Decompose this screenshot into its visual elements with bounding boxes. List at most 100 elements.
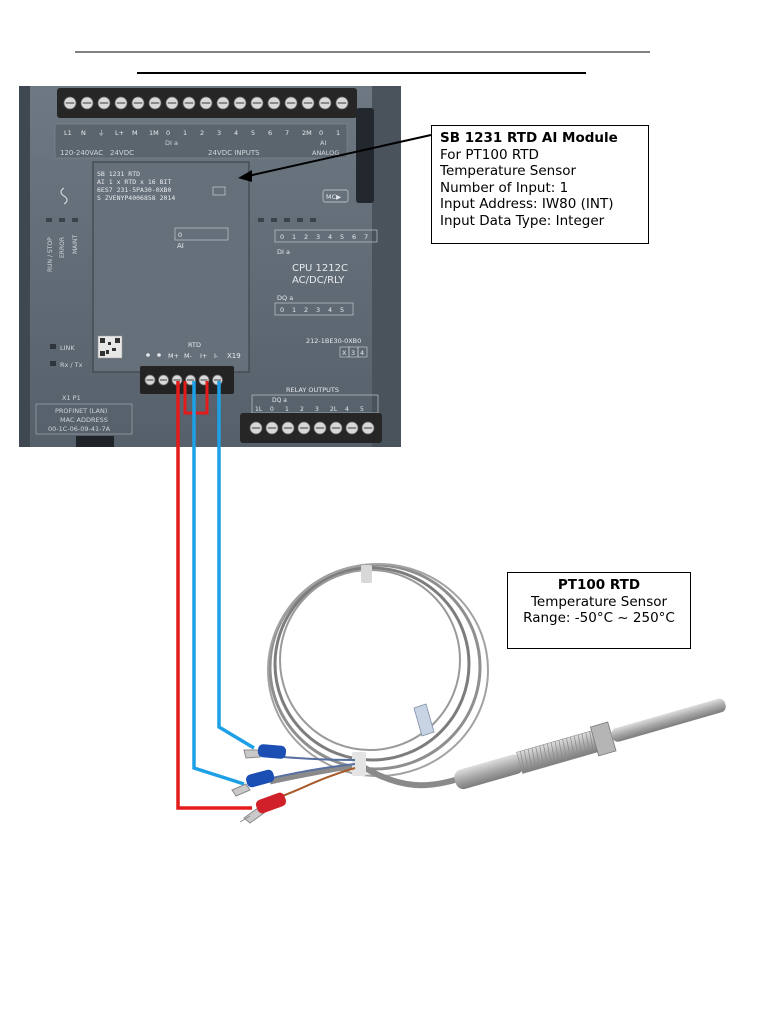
relay-terminal-label: 2L (330, 406, 338, 413)
probe-sheath (611, 698, 726, 742)
top-screw-7 (165, 96, 179, 110)
crimp-terminal-blue-upper (243, 744, 287, 759)
dq-number-box (274, 302, 354, 316)
di-number: 0 (280, 233, 284, 241)
connector-id: X19 (227, 352, 241, 360)
top-terminal-label: 1 (336, 129, 340, 137)
top-terminal-label: 2 (200, 129, 204, 137)
ai-label-top: AI (320, 139, 326, 147)
ai-channel-name: AI (177, 242, 184, 250)
cable-loop-4 (279, 569, 461, 751)
slot-number: 3 (351, 349, 355, 357)
rtd-unused-pin-dot (146, 353, 150, 357)
rtd-pin-labels: M+M-I+I- (146, 352, 219, 360)
top-terminal-label: L+ (115, 129, 124, 137)
top-label-strip (54, 123, 348, 159)
profinet-label: PROFINET (LAN) (55, 407, 107, 415)
status-led (310, 218, 316, 222)
thread-line (523, 750, 529, 772)
di-number: 3 (316, 233, 320, 241)
dq-name: DQ a (277, 294, 293, 302)
di-number: 1 (292, 233, 296, 241)
cpu-type: AC/DC/RLY (292, 275, 345, 286)
sensor-cable-coil (267, 563, 489, 777)
spade-red (239, 807, 265, 824)
dq-number: 1 (292, 306, 296, 314)
sensor-callout: PT100 RTD Temperature Sensor Range: -50°… (507, 572, 691, 649)
module-callout-title: SB 1231 RTD AI Module (440, 130, 618, 146)
top-terminal-label: ⏚ (98, 129, 105, 137)
plc-right-clip (356, 108, 374, 203)
thread-line (581, 733, 587, 756)
slot-number: X (342, 349, 347, 357)
analog-label: ANALOG (312, 149, 339, 157)
module-label-line-1: SB 1231 RTD (97, 170, 140, 178)
module-label-line-2: AI 1 x RTD x 16 BIT (97, 178, 171, 186)
top-screw-13 (267, 96, 281, 110)
supply-label-dc: 24VDC (110, 149, 134, 157)
status-led-1 (46, 218, 52, 222)
di-number: 4 (328, 233, 332, 241)
cable-lead-out (269, 762, 361, 785)
slot-box (357, 346, 368, 358)
relay-terminal-label: 1 (285, 406, 289, 413)
relay-outputs-label: RELAY OUTPUTS (286, 386, 339, 394)
sleeve-blue-upper (257, 744, 287, 759)
crimp-terminal-blue-lower (231, 769, 275, 797)
profinet-port: X1 P1 (62, 394, 81, 402)
order-number: 212-1BE30-0XB0 (306, 337, 361, 345)
status-led-2 (59, 218, 65, 222)
cable-loop-2 (273, 566, 471, 762)
top-screw-11 (233, 96, 247, 110)
di-number: 2 (304, 233, 308, 241)
top-terminal-label: 5 (251, 129, 255, 137)
module-callout-line-5: Input Data Type: Integer (440, 212, 605, 229)
probe-transition (454, 754, 524, 790)
probe-thread-lines (520, 730, 598, 773)
relay-screw-2 (265, 421, 279, 435)
rtd-pin-label: M- (184, 352, 193, 360)
relay-terminal-screws (249, 421, 375, 435)
top-screw-16 (318, 96, 332, 110)
top-terminal-label: M (132, 129, 138, 137)
top-screw-2 (80, 96, 94, 110)
relay-terminal-label: 1L (255, 406, 263, 413)
top-screw-12 (250, 96, 264, 110)
status-led (271, 218, 277, 222)
ai-channel-box (174, 227, 229, 241)
mac-label: MAC ADDRESS (60, 416, 108, 424)
top-terminal-label: 1M (149, 129, 159, 137)
module-label-line-3: 6ES7 231-5PA30-0XB0 (97, 186, 171, 194)
top-screw-10 (216, 96, 230, 110)
probe-thread (516, 729, 600, 774)
dq-number: 0 (280, 306, 284, 314)
relay-terminal-label: 0 (270, 406, 274, 413)
link-label: LINK (60, 344, 75, 352)
top-terminal-label: 2M (302, 129, 312, 137)
dq-number: 5 (340, 306, 344, 314)
module-callout-line-2: Temperature Sensor (440, 163, 577, 179)
cable-loop-1 (268, 563, 482, 771)
thread-line (554, 741, 560, 764)
relay-terminal-label: 2 (300, 406, 304, 413)
callout-arrow-line (247, 134, 432, 177)
rxtx-led (50, 361, 56, 366)
top-terminal-label: 0 (319, 129, 323, 137)
top-screw-4 (114, 96, 128, 110)
thread-line (546, 743, 552, 766)
relay-screw-3 (281, 421, 295, 435)
supply-label-ac: 120-240VAC (60, 149, 103, 157)
di-number: 5 (340, 233, 344, 241)
relay-terminal-label: 5 (360, 406, 364, 413)
lead-wire-blue-1 (271, 763, 356, 779)
thread-line (539, 745, 545, 768)
di-number: 7 (364, 233, 368, 241)
rtd-pin-label: I+ (200, 352, 207, 360)
top-screw-1 (63, 96, 77, 110)
thread-line (570, 736, 575, 759)
mc-slot (322, 189, 349, 203)
